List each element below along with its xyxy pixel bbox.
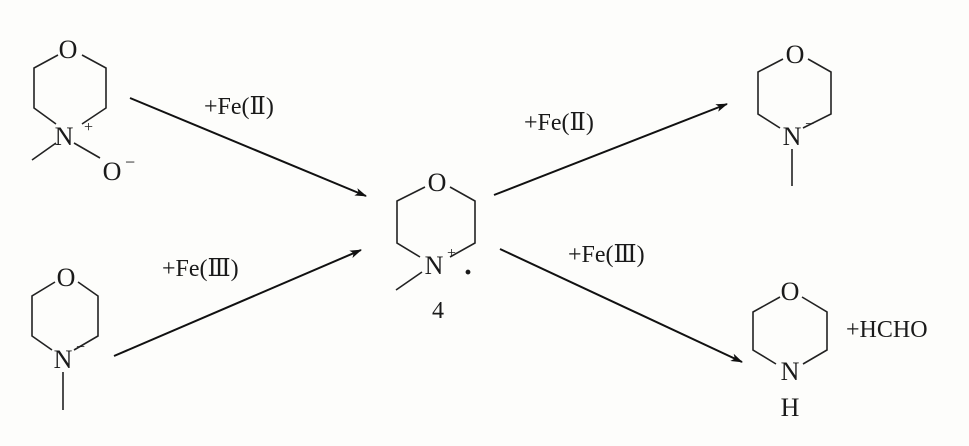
arrow-noxide-to-4	[129, 97, 367, 197]
charge-minus: −	[76, 339, 85, 356]
ring-oxygen: O	[57, 263, 76, 292]
hydrogen: H	[781, 393, 800, 422]
nitrogen: N	[783, 122, 802, 151]
ring-oxygen: O	[781, 277, 800, 306]
reagent-fe3-right: +Fe(Ⅲ)	[568, 242, 645, 268]
charge-plus: +	[84, 119, 93, 136]
nitrogen: N	[425, 251, 444, 280]
reagent-fe2-top: +Fe(Ⅱ)	[204, 94, 274, 120]
charge-minus: −	[125, 152, 135, 172]
formaldehyde-byproduct: +HCHO	[846, 317, 928, 343]
arrow-4-to-morpholine	[499, 248, 743, 363]
ring-oxygen: O	[428, 168, 447, 197]
radical-cation-4: O N + · 4	[395, 168, 476, 324]
charge-minus: −	[805, 116, 814, 133]
ring-oxygen: O	[59, 35, 78, 64]
compound-label: 4	[432, 298, 444, 324]
arrow-nmm-to-4	[113, 249, 362, 357]
reagent-fe3-bottom: +Fe(Ⅲ)	[162, 256, 239, 282]
nitrogen: N	[55, 122, 74, 151]
reagent-fe2-right: +Fe(Ⅱ)	[524, 110, 594, 136]
nitrogen: N	[781, 357, 800, 386]
ring-oxygen: O	[786, 40, 805, 69]
arrow-4-to-nmm	[493, 103, 728, 196]
n-oxide-molecule: O N + O −	[31, 35, 135, 186]
radical-dot: ·	[463, 256, 473, 289]
morpholine-product: O N H	[752, 277, 828, 422]
nitrogen: N	[54, 345, 73, 374]
charge-plus: +	[447, 245, 456, 262]
n-methylmorpholine-right: O N −	[757, 40, 832, 186]
n-methylmorpholine-left: N O −	[31, 263, 99, 410]
oxide-oxygen: O	[103, 157, 122, 186]
